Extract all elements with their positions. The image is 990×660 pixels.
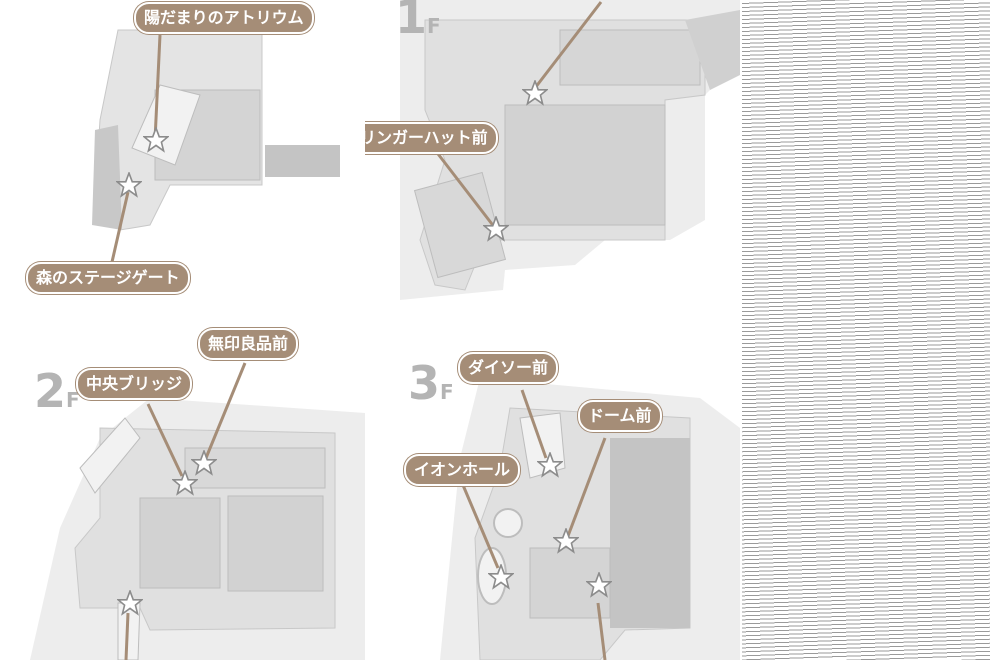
floor-suffix: F (440, 380, 454, 404)
star-icon[interactable] (143, 127, 169, 153)
floor-map-2f-drawing (30, 362, 365, 660)
callout-ringer-hut[interactable]: リンガーハット前 (365, 122, 498, 154)
floor-number: 3 (408, 356, 441, 410)
star-icon[interactable] (116, 172, 142, 198)
star-icon[interactable] (191, 450, 217, 476)
floor-map-3f-drawing (440, 378, 740, 660)
floor-number: 1 (395, 0, 428, 44)
floor-map-3f: 3F ダイソー前 ドーム前 イオンホール (400, 318, 740, 660)
floor-map-2f: 2F 中央ブリッジ 無印良品前 (0, 318, 365, 660)
callout-mori-stage-gate[interactable]: 森のステージゲート (26, 262, 190, 294)
floor-label-1f: 1F (395, 0, 441, 40)
side-hatch-pattern (742, 0, 990, 660)
callout-muji[interactable]: 無印良品前 (198, 328, 299, 360)
star-icon[interactable] (553, 528, 579, 554)
callout-daiso[interactable]: ダイソー前 (458, 352, 559, 384)
floor-map-1f: 1F リンガーハット前 (365, 0, 740, 310)
floor-number: 2 (34, 364, 67, 418)
floor-map-entrance: 陽だまりのアトリウム 森のステージゲート (0, 0, 360, 310)
floor-label-2f: 2F (34, 368, 80, 414)
callout-central-bridge[interactable]: 中央ブリッジ (76, 368, 193, 400)
star-icon[interactable] (117, 590, 143, 616)
callout-aeon-hall[interactable]: イオンホール (404, 454, 521, 486)
floor-map-1f-drawing (400, 0, 740, 300)
star-icon[interactable] (522, 80, 548, 106)
floor-label-3f: 3F (408, 360, 454, 406)
star-icon[interactable] (483, 216, 509, 242)
callout-hidamari-atrium[interactable]: 陽だまりのアトリウム (134, 2, 314, 34)
star-icon[interactable] (488, 564, 514, 590)
floor-suffix: F (66, 388, 80, 412)
star-icon[interactable] (586, 572, 612, 598)
floor-suffix: F (427, 14, 441, 38)
floor-map-entrance-drawing (92, 29, 340, 263)
star-icon[interactable] (172, 470, 198, 496)
star-icon[interactable] (537, 452, 563, 478)
callout-dome[interactable]: ドーム前 (578, 400, 662, 432)
